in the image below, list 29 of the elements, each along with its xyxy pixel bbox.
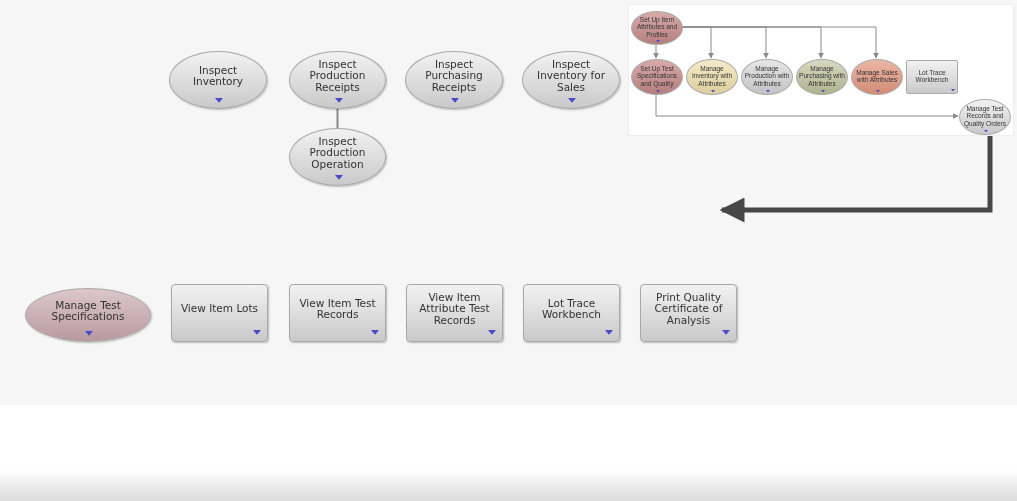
node-label: View Item Attribute Test Records — [418, 292, 491, 326]
node-label: Print Quality Certificate of Analysis — [653, 292, 724, 326]
connector-arrow — [653, 43, 659, 59]
process-ellipse — [631, 59, 683, 95]
connector-arrow — [719, 136, 993, 223]
process-ellipse — [796, 59, 848, 95]
node-label: Lot Trace Workbench — [541, 297, 602, 321]
process-box — [906, 60, 958, 94]
process-box — [640, 284, 737, 342]
process-box — [406, 284, 503, 342]
process-ellipse — [851, 59, 903, 95]
node-label: View Item Lots — [180, 303, 259, 315]
process-ellipse — [631, 11, 683, 45]
node-label: View Item Test Records — [298, 297, 377, 321]
connector-arrow — [655, 93, 959, 119]
process-ellipse — [959, 99, 1011, 135]
node-label: Inspect Inventory for Sales — [536, 59, 606, 93]
thumbnail-panel — [628, 4, 1014, 136]
process-box — [523, 284, 620, 342]
node-label: Inspect Purchasing Receipts — [424, 59, 484, 93]
process-ellipse — [741, 59, 793, 95]
node-label: Inspect Production Receipts — [308, 59, 367, 93]
connector-arrow — [681, 26, 879, 59]
process-box — [289, 284, 386, 342]
node-label: Inspect Production Operation — [308, 136, 367, 170]
process-box — [171, 284, 268, 342]
node-label: Manage Test Specifications — [50, 299, 126, 323]
node-label: Inspect Inventory — [191, 64, 245, 88]
process-ellipse — [686, 59, 738, 95]
